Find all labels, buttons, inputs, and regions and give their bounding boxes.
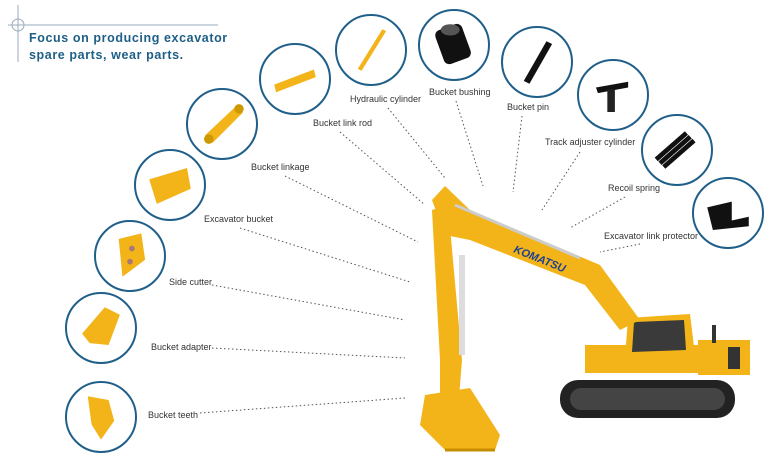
bucket-link-rod-icon xyxy=(274,69,316,93)
bucket-linkage-icon xyxy=(204,104,244,144)
label-bucket-pin: Bucket pin xyxy=(507,102,550,112)
part-circle-bucket-link-rod xyxy=(259,43,331,115)
part-circle-hydraulic-cylinder xyxy=(335,14,407,86)
excavator-bucket-icon xyxy=(149,168,191,204)
label-bucket-linkage: Bucket linkage xyxy=(251,162,310,172)
bucket-tooth-icon xyxy=(87,396,115,440)
bucket-pin-icon xyxy=(523,41,553,84)
label-bucket-bushing: Bucket bushing xyxy=(429,87,491,97)
part-circle-excavator-bucket xyxy=(134,149,206,221)
part-circle-bucket-linkage xyxy=(186,88,258,160)
label-side-cutter: Side cutter xyxy=(169,277,213,287)
side-cutter-icon xyxy=(118,233,146,277)
excavator-illustration: KOMATSU xyxy=(420,186,750,452)
label-bucket-link-rod: Bucket link rod xyxy=(313,118,373,128)
label-bucket-teeth: Bucket teeth xyxy=(148,410,199,420)
hydraulic-cylinder-icon xyxy=(357,29,387,71)
headline-line2: spare parts, wear parts. xyxy=(29,48,184,62)
part-circle-bucket-tooth xyxy=(65,381,137,453)
label-bucket-adapter: Bucket adapter xyxy=(151,342,212,352)
label-excavator-bucket: Excavator bucket xyxy=(204,214,274,224)
link-protector-icon xyxy=(707,201,749,230)
label-excavator-link-protector: Excavator link protector xyxy=(604,231,699,241)
headline-line1: Focus on producing excavator xyxy=(29,31,228,45)
headline: Focus on producing excavator spare parts… xyxy=(29,30,228,64)
part-circle-track-adjuster xyxy=(577,59,649,131)
recoil-spring-icon xyxy=(654,131,696,169)
label-recoil-spring: Recoil spring xyxy=(608,183,661,193)
bucket-bushing-icon xyxy=(435,23,471,65)
part-circle-recoil-spring xyxy=(641,114,713,186)
part-circle-bucket-pin xyxy=(501,26,573,98)
part-circle-side-cutter xyxy=(94,220,166,292)
part-circle-bucket-adapter xyxy=(65,292,137,364)
label-track-adjuster-cylinder: Track adjuster cylinder xyxy=(545,137,636,147)
label-hydraulic-cylinder: Hydraulic cylinder xyxy=(350,94,422,104)
bucket-adapter-icon xyxy=(82,307,120,345)
part-circle-bucket-bushing xyxy=(418,9,490,81)
track-adjuster-icon xyxy=(596,81,629,112)
part-circle-link-protector xyxy=(692,177,764,249)
